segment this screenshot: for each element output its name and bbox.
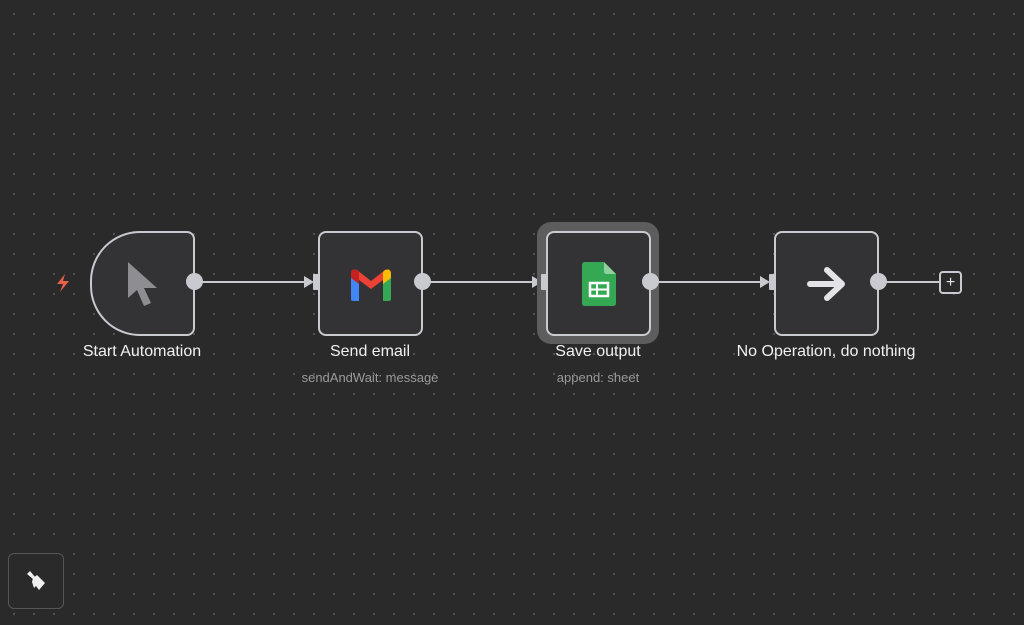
gmail-icon <box>350 269 391 301</box>
broom-icon <box>27 571 45 590</box>
node-save-output[interactable] <box>546 231 651 336</box>
connection[interactable] <box>200 281 308 283</box>
node-send-email[interactable] <box>318 231 423 336</box>
output-handle[interactable] <box>414 273 431 290</box>
output-handle[interactable] <box>642 273 659 290</box>
tidy-up-button[interactable] <box>8 553 64 609</box>
node-subtitle: sendAndWait: message <box>301 370 439 385</box>
connection-arrow <box>760 276 770 288</box>
node-label: No Operation, do nothing <box>736 343 916 360</box>
node-label: Send email <box>329 343 411 360</box>
node-label: Start Automation <box>82 343 202 360</box>
cursor-icon <box>127 261 157 306</box>
node-no-operation[interactable] <box>774 231 879 336</box>
output-handle[interactable] <box>870 273 887 290</box>
connection[interactable] <box>656 281 764 283</box>
add-node-button[interactable]: + <box>939 271 962 294</box>
trigger-bolt-icon <box>57 274 69 292</box>
node-subtitle: append: sheet <box>556 370 640 385</box>
arrow-right-icon <box>806 266 845 301</box>
connection <box>884 281 940 283</box>
input-handle[interactable] <box>541 274 548 290</box>
connection[interactable] <box>428 281 536 283</box>
input-handle[interactable] <box>769 274 776 290</box>
output-handle[interactable] <box>186 273 203 290</box>
google-sheets-icon <box>581 261 616 306</box>
node-start-automation[interactable] <box>90 231 195 336</box>
node-label: Save output <box>555 343 641 360</box>
connection-arrow <box>304 276 314 288</box>
input-handle[interactable] <box>313 274 320 290</box>
